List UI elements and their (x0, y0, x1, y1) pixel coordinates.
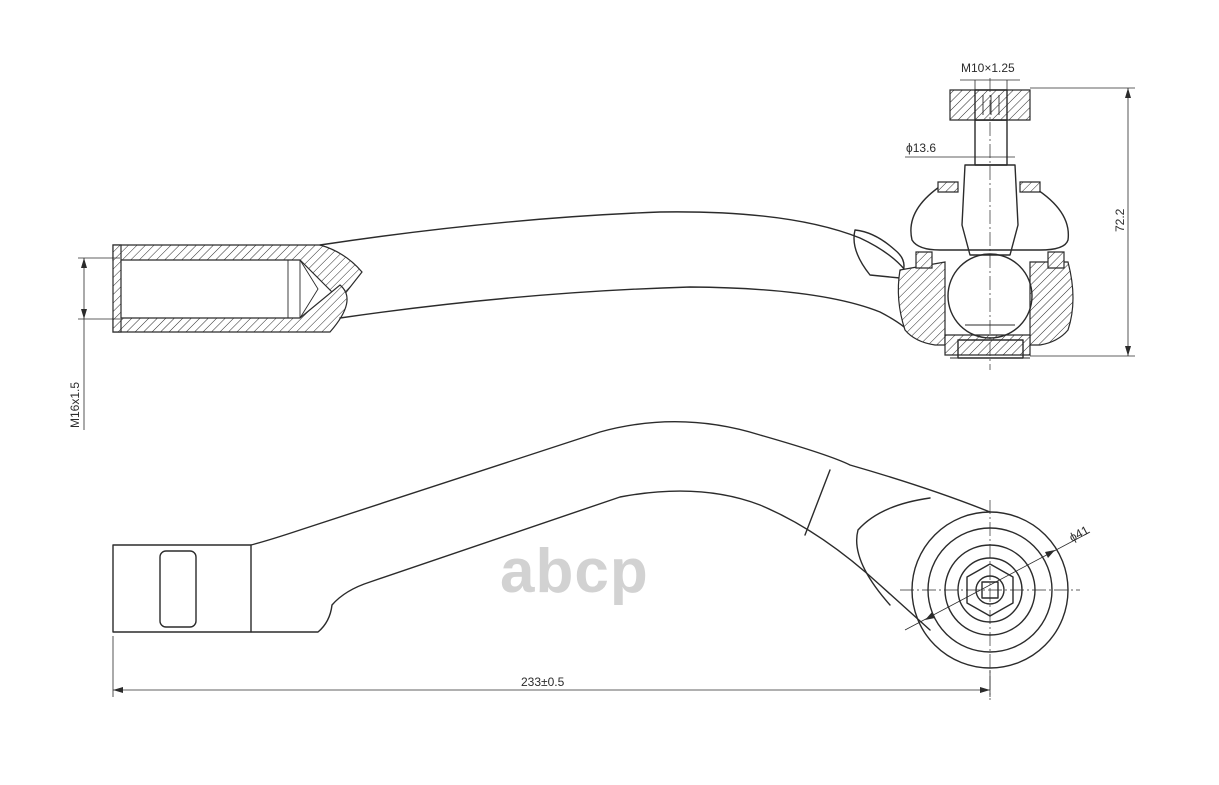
arm-outline-bottom (250, 490, 931, 633)
dim-thread-stud: M10×1.25 (961, 61, 1015, 75)
side-dimensions: M10×1.25 ϕ13.6 72.2 M16x1.5 (68, 61, 1135, 430)
watermark-logo: abcp (500, 537, 649, 606)
side-view (112, 78, 1074, 370)
housing-left (897, 261, 946, 346)
top-view (112, 421, 1080, 700)
wrench-flat (159, 550, 197, 628)
boot-lip (853, 229, 905, 279)
dim-length: 233±0.5 (521, 675, 565, 689)
socket-wall-bottom (112, 284, 348, 333)
stud-shank (961, 164, 1019, 256)
stud-thread (974, 119, 1008, 166)
tube-end (112, 544, 252, 633)
boot-clip-left (915, 251, 933, 269)
boot-ring-left (937, 181, 959, 193)
boot-clip-right (1047, 251, 1065, 269)
dust-boot (910, 184, 1070, 251)
socket-end-wall (112, 244, 122, 333)
boot-ring-right (1019, 181, 1041, 193)
socket-wall-top (112, 244, 363, 301)
arm-bottom-edge (339, 286, 913, 336)
housing-right (1029, 261, 1074, 346)
arm-top-edge (319, 211, 906, 271)
top-dimensions: ϕ41 233±0.5 (112, 523, 1092, 697)
arm-outline-top (250, 421, 991, 546)
dim-height: 72.2 (1113, 208, 1127, 232)
dim-housing-diameter: ϕ41 (1067, 523, 1092, 545)
dim-thread-inner: M16x1.5 (68, 382, 82, 428)
dim-stud-diameter: ϕ13.6 (906, 141, 936, 155)
